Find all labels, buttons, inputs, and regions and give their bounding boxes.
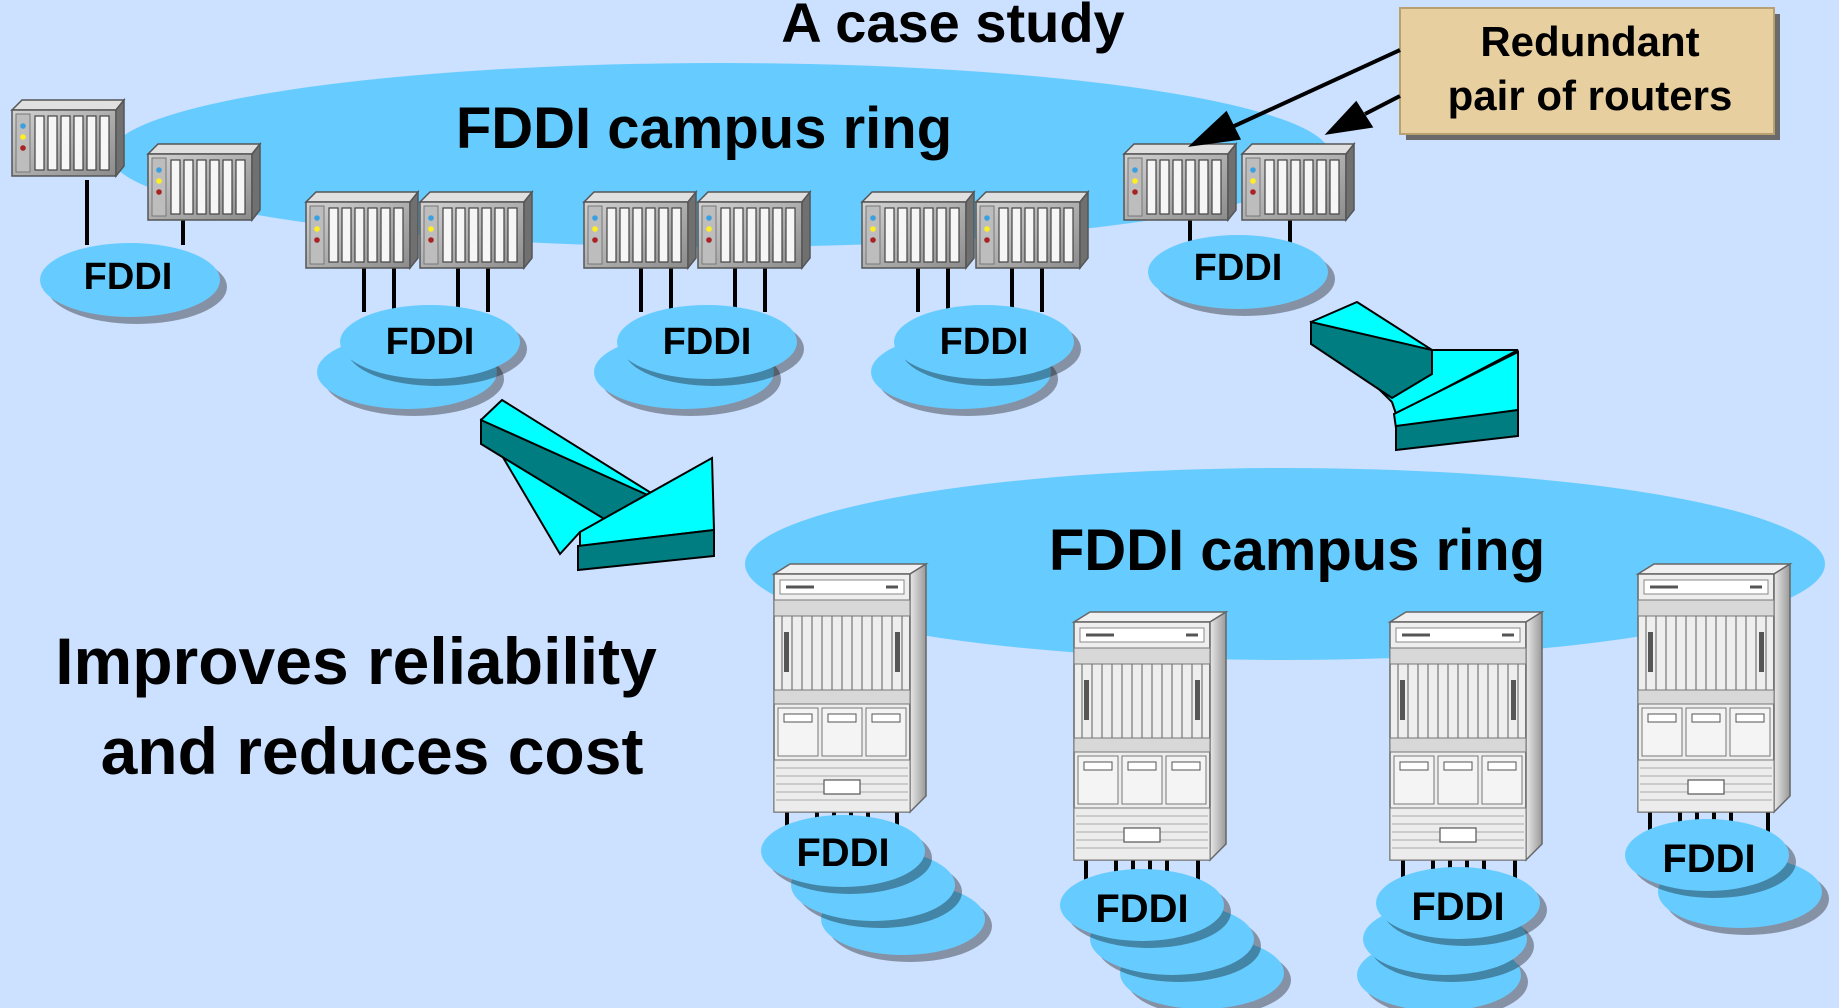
fddi-label: FDDI [1411,885,1504,929]
fddi-campus-ring-bottom [745,468,1825,660]
chassis-switch-icon [1072,610,1228,862]
top-connection-lines [85,180,1292,312]
redundant-router-icon [1241,143,1355,221]
router-icon [583,191,697,269]
fddi-label: FDDI [663,321,752,363]
redundant-routers-callout: Redundant pair of routers [1399,7,1780,140]
fddi-cloud-stack: FDDI [594,305,804,416]
router-icon [861,191,975,269]
transition-arrow-left [479,398,716,572]
conclusion-line-2: and reduces cost [101,714,644,788]
router-icon [975,191,1089,269]
fddi-label: FDDI [386,321,475,363]
fddi-cloud-stack: FDDI [761,815,992,962]
fddi-cloud-stack: FDDI [1357,867,1547,1008]
fddi-label: FDDI [1194,247,1283,289]
callout-line-1: Redundant [1480,18,1699,65]
redundant-router-icon [1123,143,1237,221]
chassis-switch-icon [1388,610,1544,862]
fddi-cloud-stack: FDDI [1625,819,1829,935]
fddi-label: FDDI [940,321,1029,363]
fddi-cloud-stack: FDDI [871,305,1081,416]
conclusion-line-1: Improves reliability [55,624,657,698]
router-icon [305,191,419,269]
fddi-cloud-top-left: FDDI [40,243,227,324]
fddi-cloud-redundant: FDDI [1148,235,1335,316]
ring-label-top: FDDI campus ring [456,96,952,161]
callout-pointer-arrows [1188,48,1401,147]
router-icon [147,143,261,221]
fddi-label: FDDI [796,831,889,875]
fddi-cloud-stack: FDDI [1060,869,1291,1008]
router-icon [11,99,125,177]
chassis-switch-icon [1636,562,1792,814]
chassis-switch-icon [772,562,928,814]
router-icon [419,191,533,269]
router-icon [697,191,811,269]
transition-arrow-right [1309,300,1519,452]
ring-label-bottom: FDDI campus ring [1049,518,1545,583]
fddi-label: FDDI [1095,887,1188,931]
fddi-label: FDDI [84,256,173,298]
fddi-cloud-stack: FDDI [317,305,527,416]
page-title: A case study [781,0,1124,54]
fddi-label: FDDI [1662,837,1755,881]
callout-line-2: pair of routers [1448,72,1733,119]
